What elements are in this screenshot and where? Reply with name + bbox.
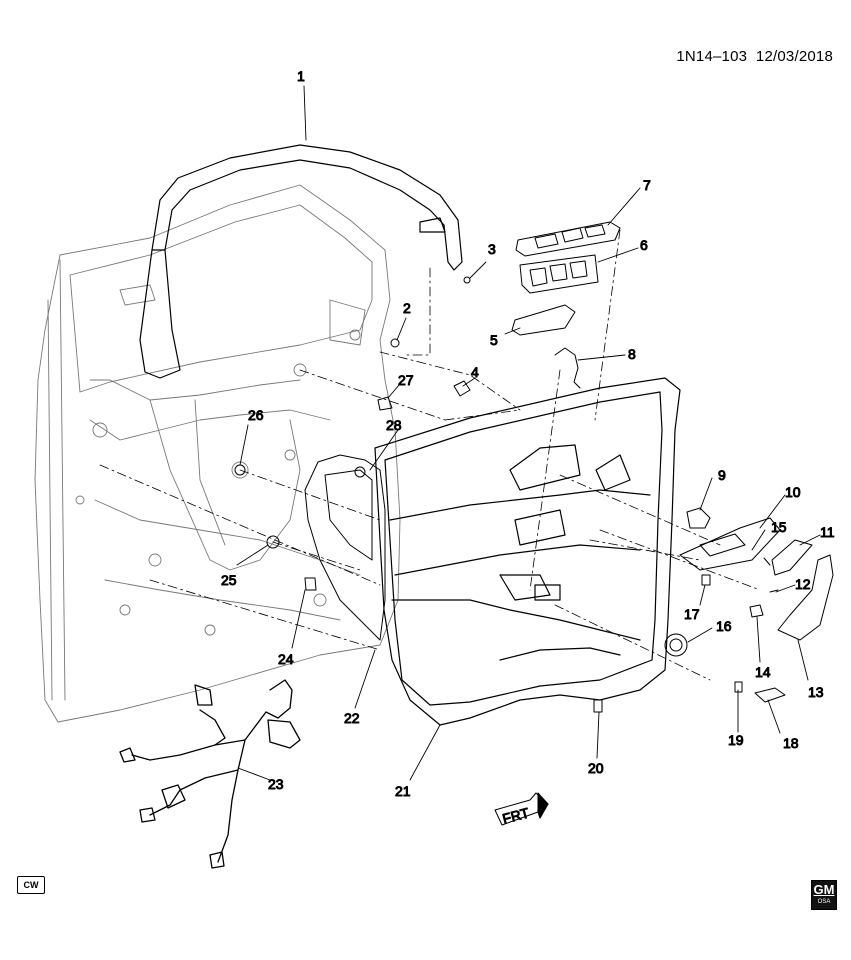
- door-inner-panel: [34, 184, 401, 723]
- window-switch-bezel: [515, 221, 621, 257]
- callout-22: 22: [344, 710, 360, 726]
- callout-16: 16: [716, 618, 732, 634]
- callout-10: 10: [785, 484, 801, 500]
- diagram-code: 1N14–103: [676, 48, 748, 65]
- callout-27: 27: [398, 372, 414, 388]
- callout-18: 18: [783, 735, 799, 751]
- callout-28: 28: [386, 417, 402, 433]
- callout-numbers: 1 2 3 4 5 6 7 8 9 10 11 12 13 14 15 16 1…: [221, 68, 836, 800]
- window-frame-molding: [139, 144, 463, 379]
- callout-26: 26: [248, 407, 264, 423]
- callout-13: 13: [808, 684, 824, 700]
- leader-lines: [236, 85, 821, 781]
- callout-11: 11: [820, 524, 835, 540]
- speaker-grille: [664, 633, 688, 657]
- switch-cover-plate: [511, 304, 576, 336]
- alignment-lines: [99, 229, 761, 681]
- reflector-clip: [754, 687, 786, 703]
- callout-24: 24: [278, 651, 294, 667]
- mirror-patch: [777, 554, 834, 641]
- callout-15: 15: [771, 519, 787, 535]
- trim-panel-backing: [304, 454, 386, 641]
- callout-5: 5: [490, 332, 498, 348]
- front-direction-label: FRT: [501, 804, 532, 827]
- callout-1: 1: [297, 68, 305, 84]
- inside-handle-assembly: [679, 507, 781, 571]
- callout-7: 7: [643, 177, 651, 193]
- callout-4: 4: [471, 364, 479, 380]
- diagram-date: 12/03/2018: [755, 48, 833, 65]
- callout-12: 12: [795, 576, 811, 592]
- callout-9: 9: [718, 467, 726, 483]
- callout-23: 23: [268, 776, 284, 792]
- gm-logo: GM OSA: [811, 880, 837, 910]
- callout-19: 19: [728, 732, 744, 748]
- callout-14: 14: [755, 664, 771, 680]
- callout-25: 25: [221, 572, 237, 588]
- door-wiring-harness: [119, 679, 301, 869]
- front-direction-marker: FRT: [494, 792, 549, 827]
- callout-3: 3: [488, 241, 496, 257]
- callout-2: 2: [403, 300, 411, 316]
- window-switch: [519, 254, 599, 294]
- diagram-header: 1N14–103 12/03/2018: [676, 48, 833, 65]
- gm-logo-text: GM: [813, 882, 835, 897]
- fasteners: [234, 276, 779, 713]
- callout-20: 20: [588, 760, 604, 776]
- callout-17: 17: [684, 606, 700, 622]
- callout-6: 6: [640, 237, 648, 253]
- callout-8: 8: [628, 346, 636, 362]
- switch-pigtail: [554, 347, 581, 389]
- door-trim-panel: [374, 377, 681, 726]
- seal-strip: [771, 539, 813, 576]
- cw-badge: CW: [17, 876, 45, 894]
- callout-21: 21: [395, 783, 411, 799]
- gm-logo-subtext: OSA: [817, 899, 831, 905]
